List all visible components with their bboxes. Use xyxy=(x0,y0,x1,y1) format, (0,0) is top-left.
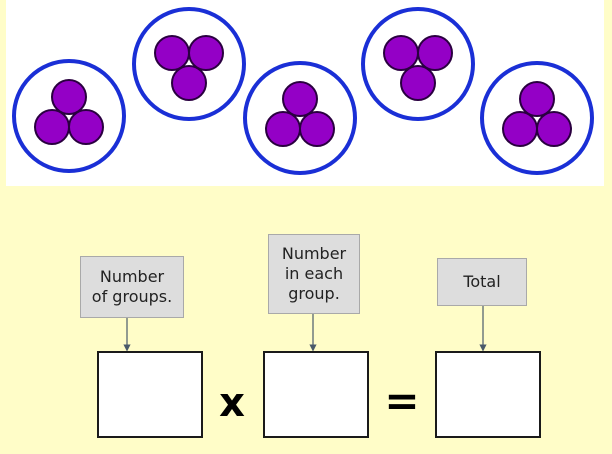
group-ring xyxy=(12,59,126,173)
group-dot xyxy=(171,65,207,101)
multiply-sign: x xyxy=(219,380,245,426)
group-dot xyxy=(154,35,190,71)
group-2 xyxy=(132,7,246,121)
group-dot xyxy=(299,111,335,147)
number-in-each-group-input-box[interactable] xyxy=(263,351,369,438)
group-dot xyxy=(417,35,453,71)
number-of-groups-line-2: of groups. xyxy=(91,287,173,306)
number-of-groups-label: Number of groups. xyxy=(80,256,184,318)
equals-sign: = xyxy=(384,376,420,425)
group-dot xyxy=(536,111,572,147)
group-dot xyxy=(519,81,555,117)
group-dot xyxy=(383,35,419,71)
groups-panel xyxy=(6,0,604,186)
number-in-each-group-line-2: in each xyxy=(284,264,344,283)
number-of-groups-line-1: Number xyxy=(99,267,165,286)
group-ring xyxy=(480,61,594,175)
group-4 xyxy=(361,7,475,121)
group-dot xyxy=(502,111,538,147)
group-dot xyxy=(400,65,436,101)
group-dot xyxy=(51,79,87,115)
group-dot xyxy=(265,111,301,147)
total-input-box[interactable] xyxy=(435,351,541,438)
group-dot xyxy=(68,109,104,145)
number-in-each-group-line-3: group. xyxy=(288,284,340,303)
number-of-groups-input-box[interactable] xyxy=(97,351,203,438)
number-in-each-group-label: Number in each group. xyxy=(268,234,360,314)
group-ring xyxy=(132,7,246,121)
group-ring xyxy=(243,61,357,175)
groups-illustration xyxy=(12,7,594,175)
total-line-1: Total xyxy=(463,272,501,291)
group-dot xyxy=(282,81,318,117)
group-5 xyxy=(480,61,594,175)
group-ring xyxy=(361,7,475,121)
number-in-each-group-line-1: Number xyxy=(281,244,347,263)
group-3 xyxy=(243,61,357,175)
total-label: Total xyxy=(437,258,527,306)
group-dot xyxy=(34,109,70,145)
group-1 xyxy=(12,59,126,173)
group-dot xyxy=(188,35,224,71)
